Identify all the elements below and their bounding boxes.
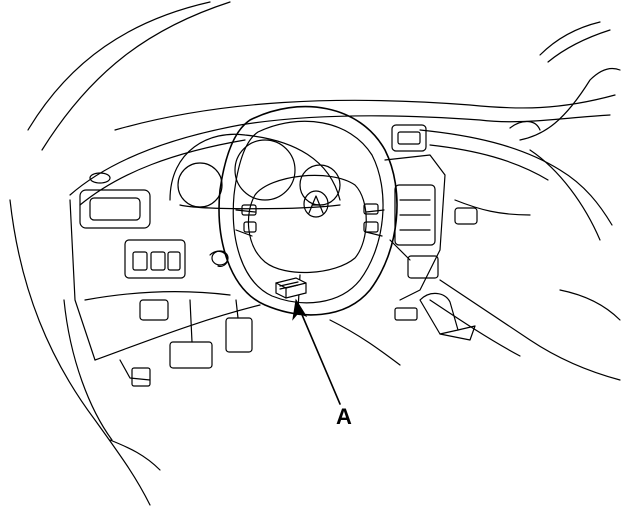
dashboard-top — [69, 114, 613, 226]
steering-stalks — [209, 239, 411, 267]
floor — [109, 319, 401, 471]
switch-panel — [124, 239, 186, 321]
dlc-connector — [275, 277, 307, 299]
center-console — [384, 124, 621, 381]
pedals — [119, 299, 253, 387]
right-door — [454, 67, 621, 321]
callout-leader — [292, 298, 341, 405]
windshield-edge — [114, 21, 616, 131]
callout-label-a: A — [336, 404, 352, 429]
left-dash-panel — [69, 172, 261, 361]
acura-logo-icon — [303, 190, 329, 218]
instrument-cluster — [169, 133, 341, 210]
steering-wheel — [218, 105, 398, 316]
a-pillar — [9, 1, 231, 506]
